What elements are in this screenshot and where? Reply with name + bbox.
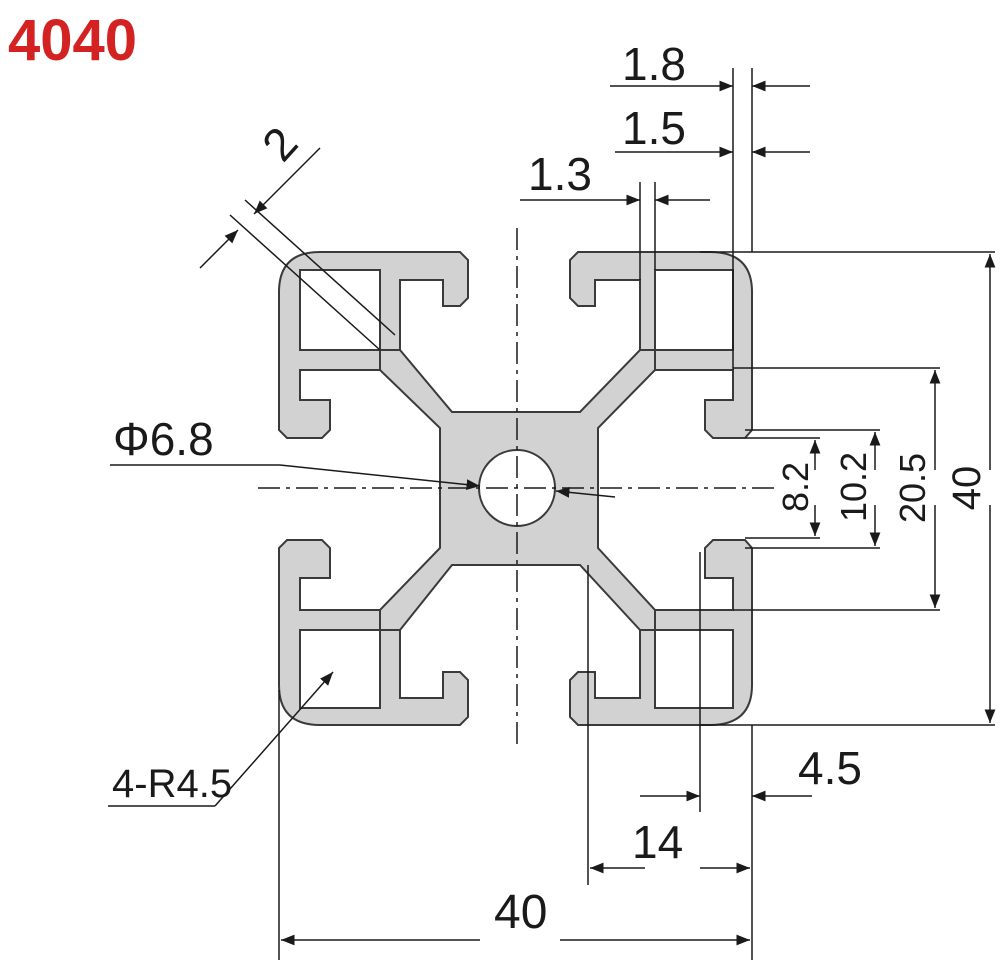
- dim-slot-top: 1.8: [622, 38, 686, 90]
- dim-corner-radius: 4-R4.5: [112, 762, 232, 806]
- dim-diagonal-web: 2: [252, 117, 308, 171]
- dim-center-bore: Φ6.8: [113, 413, 214, 465]
- dim-half-width: 14: [632, 816, 683, 868]
- dim-slot-wall: 1.5: [622, 102, 686, 154]
- dim-slot-width: 10.2: [833, 452, 874, 522]
- dim-slot-depth: 8.2: [775, 462, 816, 512]
- dimension-lines: [108, 68, 996, 960]
- drawing-title: 4040: [8, 8, 137, 73]
- center-lines: [258, 228, 775, 748]
- dim-inner-wall: 1.3: [528, 148, 592, 200]
- dim-width: 40: [494, 886, 547, 939]
- dim-lip: 4.5: [798, 742, 862, 794]
- dim-slot-span: 20.5: [892, 453, 933, 523]
- dim-height: 40: [945, 466, 989, 511]
- profile-body: [278, 251, 753, 726]
